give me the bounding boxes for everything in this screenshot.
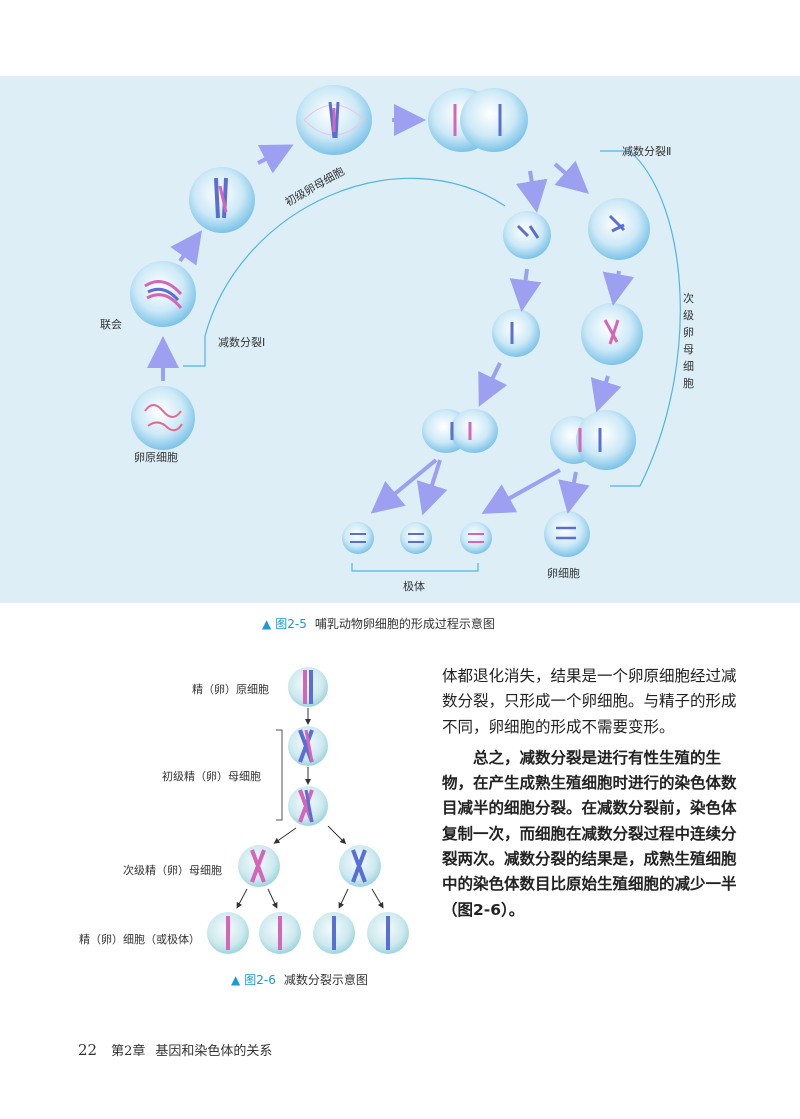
egg-cell [544, 511, 590, 557]
label-char: 胞 [683, 377, 694, 390]
chapter-number: 第2章 [111, 1044, 146, 1059]
label-fig2-secondary: 次级精（卵）母细胞 [123, 864, 222, 877]
process-arrows [147, 104, 635, 516]
page-footer: 22 第2章基因和染色体的关系 [78, 1040, 272, 1059]
secondary-oocyte [588, 198, 650, 260]
label-char: 母 [683, 343, 694, 356]
dividing-primary-oocyte [428, 88, 528, 152]
figure-2-5-illustration [130, 85, 681, 572]
primary-bracket [276, 729, 283, 821]
cell-primary-2 [288, 786, 328, 826]
cell-gamete-4 [367, 912, 409, 954]
secondary-oocyte-metaphase [581, 303, 643, 365]
caption-figure-2-5: ▲图2-5 哺乳动物卵细胞的形成过程示意图 [262, 615, 495, 632]
fig2-arrows [236, 708, 384, 909]
figure-2-5: 联会 减数分裂Ⅰ 卵原细胞 初级卵母细胞 减数分裂Ⅱ 次 级 卵 母 细 胞 极… [0, 76, 800, 603]
primary-oocyte-cell-2 [296, 85, 372, 155]
polar-body-metaphase [492, 309, 540, 357]
synapsis-cell [130, 261, 196, 327]
label-oogonium: 卵原细胞 [134, 451, 178, 464]
label-char: 细 [683, 360, 694, 373]
caption-figure-2-6: ▲图2-6 减数分裂示意图 [231, 971, 368, 988]
label-char: 级 [683, 309, 694, 322]
label-meiosis2: 减数分裂Ⅱ [622, 145, 672, 158]
cell-gamete-1 [207, 912, 249, 954]
oogonium-cell [131, 386, 195, 450]
chapter-title: 基因和染色体的关系 [155, 1044, 273, 1059]
label-polar-bodies: 极体 [403, 580, 425, 593]
polar-body-bracket [351, 563, 479, 572]
caption-text: 减数分裂示意图 [283, 973, 368, 987]
first-polar-body [503, 211, 551, 259]
caption-number: 图2-6 [244, 973, 276, 987]
polar-body-3 [460, 522, 492, 554]
label-char: 卵 [683, 326, 694, 339]
paragraph-1: 体都退化消失，结果是一个卵原细胞经过减数分裂，只形成一个卵细胞。与精子的形成不同… [442, 667, 737, 736]
label-fig2-oogonium: 精（卵）原细胞 [192, 683, 269, 696]
label-synapsis: 联会 [100, 318, 122, 331]
caption-number: 图2-5 [275, 617, 307, 631]
label-meiosis1: 减数分裂Ⅰ [218, 336, 266, 349]
caption-triangle-icon: ▲ [262, 617, 272, 631]
label-secondary-oocyte: 次 级 卵 母 细 胞 [683, 290, 695, 392]
cell-gamete-2 [259, 912, 301, 954]
paragraph-2: 总之，减数分裂是进行有性生殖的生物，在产生成熟生殖细胞时进行的染色体数目减半的细… [442, 748, 737, 919]
page-number: 22 [78, 1041, 98, 1059]
primary-oocyte-cell-1 [189, 167, 255, 233]
caption-text: 哺乳动物卵细胞的形成过程示意图 [314, 617, 495, 631]
caption-triangle-icon: ▲ [231, 973, 241, 987]
label-fig2-gametes: 精（卵）细胞（或极体） [79, 933, 200, 946]
label-egg-cell: 卵细胞 [547, 567, 580, 580]
polar-body-dividing [422, 409, 498, 453]
polar-body-2 [400, 522, 432, 554]
label-char: 次 [683, 292, 694, 305]
cell-secondary-2 [339, 845, 381, 887]
primary-oocyte-arc [183, 177, 506, 367]
body-text: 体都退化消失，结果是一个卵原细胞经过减数分裂，只形成一个卵细胞。与精子的形成不同… [442, 664, 742, 923]
polar-body-1 [342, 522, 374, 554]
label-fig2-primary: 初级精（卵）母细胞 [162, 770, 261, 783]
cell-oogonium [288, 667, 328, 707]
cell-gamete-3 [313, 912, 355, 954]
secondary-oocyte-dividing [550, 410, 636, 470]
meiosis2-bracket [600, 150, 681, 487]
cell-secondary-1 [238, 845, 280, 887]
cell-primary-1 [288, 726, 328, 766]
